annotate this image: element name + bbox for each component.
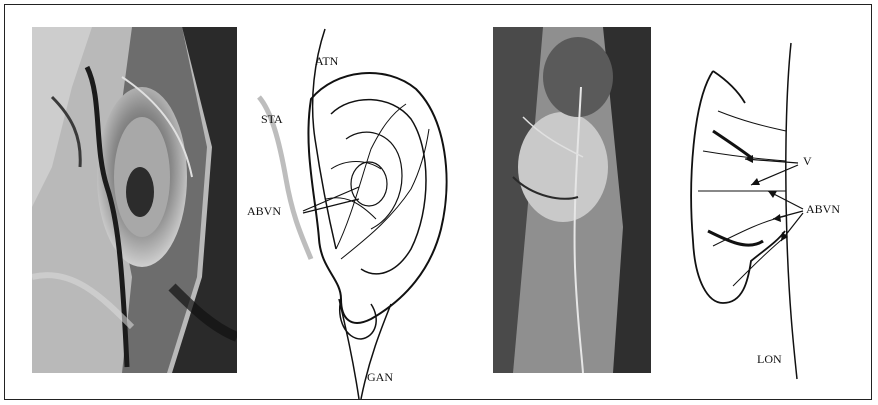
label-abvn-b: ABVN [806,203,840,215]
medial-outline [691,71,785,303]
gan-nerve [339,299,359,399]
abvn-arrowhead-2 [773,214,781,222]
medial-dissection-photo [493,27,651,373]
abvn-pointer-2 [303,199,359,213]
label-lon: LON [757,353,782,365]
lon-nerve [786,43,797,379]
abvn-pointer-1 [303,187,359,211]
figure-frame: ATN STA ABVN GAN [4,4,872,400]
medial-nerve-drawing: V ABVN LON [673,41,873,381]
label-v: V [803,155,812,167]
label-atn: ATN [315,55,338,67]
label-gan: GAN [367,371,393,383]
label-sta: STA [261,113,283,125]
auricle-dissection-photo [32,27,237,373]
nerve-branch-1 [336,104,406,249]
medial-vessel-2 [708,231,763,245]
auricle-nerve-drawing: ATN STA ABVN GAN [241,19,461,401]
photo2-texture [493,27,651,373]
photo1-texture [32,27,237,373]
medial-branch-1 [718,111,786,131]
medial-vessel-1 [713,131,753,159]
antihelix [346,132,402,229]
medial-top [713,71,745,103]
label-abvn-a: ABVN [247,205,281,217]
medial-nerve-svg [673,41,873,381]
